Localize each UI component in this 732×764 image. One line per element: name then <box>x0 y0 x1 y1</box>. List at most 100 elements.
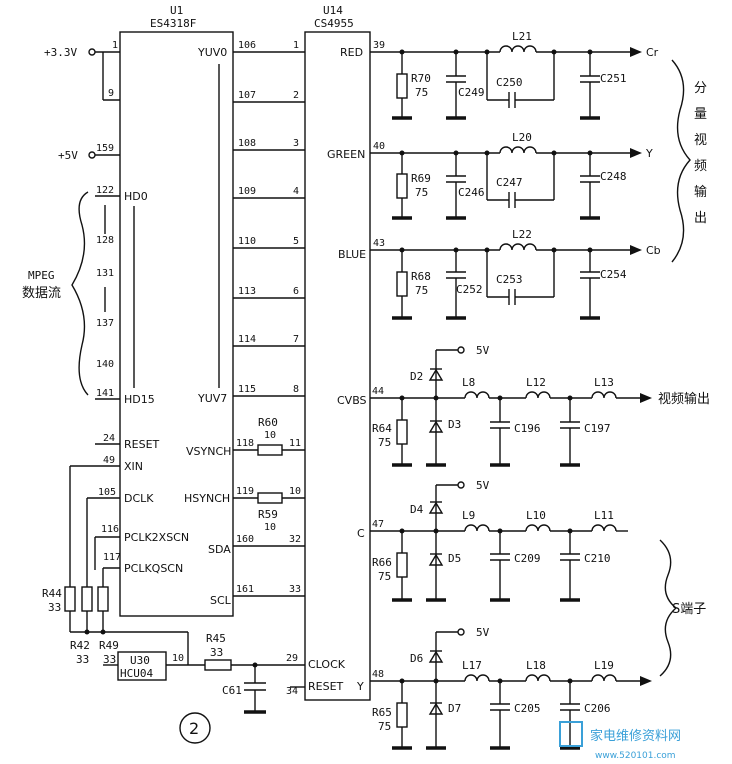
svg-text:CVBS: CVBS <box>337 394 367 407</box>
chroma-filter: 47 R66 75 5V D4 D5 L9 L10 L11 C209 <box>370 479 628 602</box>
svg-text:Y: Y <box>645 147 653 160</box>
svg-text:C209: C209 <box>514 552 541 565</box>
svg-text:131: 131 <box>96 268 114 279</box>
svg-text:C246: C246 <box>458 186 485 199</box>
svg-text:L21: L21 <box>512 30 532 43</box>
svg-text:108: 108 <box>238 138 256 149</box>
mpeg-label: MPEG <box>28 269 55 282</box>
component-brace <box>671 59 691 263</box>
svg-text:116: 116 <box>101 524 119 535</box>
svg-text:33: 33 <box>76 653 89 666</box>
svg-text:40: 40 <box>373 141 385 152</box>
svg-text:R42: R42 <box>70 639 90 652</box>
svg-text:C254: C254 <box>600 268 627 281</box>
watermark: 家电维修资料网 www.520101.com <box>559 721 681 761</box>
svg-text:C249: C249 <box>458 86 485 99</box>
svg-text:141: 141 <box>96 388 114 399</box>
svg-text:BLUE: BLUE <box>338 248 366 261</box>
svg-text:R49: R49 <box>99 639 119 652</box>
svg-text:视频输出: 视频输出 <box>658 391 710 407</box>
svg-text:C210: C210 <box>584 552 611 565</box>
svg-text:43: 43 <box>373 238 385 249</box>
svg-text:1: 1 <box>293 40 299 51</box>
svg-text:L8: L8 <box>462 376 475 389</box>
svg-text:D3: D3 <box>448 418 461 431</box>
svg-text:117: 117 <box>103 552 121 563</box>
u1-pin-159: 159 <box>96 143 114 154</box>
svg-text:L12: L12 <box>526 376 546 389</box>
svg-text:XIN: XIN <box>124 460 143 473</box>
svg-text:106: 106 <box>238 40 256 51</box>
u30-chip <box>117 651 167 681</box>
svg-text:R69: R69 <box>411 172 431 185</box>
svg-text:L17: L17 <box>462 659 482 672</box>
svg-text:R66: R66 <box>372 556 392 569</box>
cb-filter: 43 Cb L22 R68 75 C252 C253 C254 <box>370 228 661 320</box>
svg-text:110: 110 <box>238 236 256 247</box>
svg-text:118: 118 <box>236 438 254 449</box>
u1-part: ES4318F <box>150 17 196 30</box>
luma-filter: 48 R65 75 5V D6 D7 L17 L18 L19 C20 <box>370 626 652 750</box>
svg-text:6: 6 <box>293 286 299 297</box>
power-5v: +5V <box>58 149 78 162</box>
svg-text:3: 3 <box>293 138 299 149</box>
svg-text:33: 33 <box>103 653 116 666</box>
svg-text:Y: Y <box>356 680 364 693</box>
svg-text:U30: U30 <box>130 654 150 667</box>
svg-text:D7: D7 <box>448 702 461 715</box>
svg-text:SCL: SCL <box>210 594 232 607</box>
svg-text:10: 10 <box>264 430 276 441</box>
svg-text:R44: R44 <box>42 587 62 600</box>
svg-text:122: 122 <box>96 185 114 196</box>
svg-text:5V: 5V <box>476 626 490 639</box>
svg-text:视: 视 <box>694 133 707 148</box>
svg-text:32: 32 <box>289 534 301 545</box>
svg-text:R64: R64 <box>372 422 392 435</box>
svg-text:量: 量 <box>694 107 707 122</box>
svg-text:137: 137 <box>96 318 114 329</box>
svg-text:Cr: Cr <box>646 46 659 59</box>
svg-text:109: 109 <box>238 186 256 197</box>
svg-text:39: 39 <box>373 40 385 51</box>
u14-part: CS4955 <box>314 17 354 30</box>
svg-text:C61: C61 <box>222 684 242 697</box>
svg-text:D4: D4 <box>410 503 424 516</box>
u1-pin-9: 9 <box>108 88 114 99</box>
u14-body <box>304 31 371 701</box>
svg-text:44: 44 <box>372 386 384 397</box>
svg-text:R45: R45 <box>206 632 226 645</box>
svg-text:107: 107 <box>238 90 256 101</box>
svg-text:R65: R65 <box>372 706 392 719</box>
svg-text:R68: R68 <box>411 270 431 283</box>
mpeg-sublabel: 数据流 <box>22 286 61 301</box>
svg-text:C197: C197 <box>584 422 611 435</box>
svg-text:47: 47 <box>372 519 384 530</box>
svg-text:33: 33 <box>289 584 301 595</box>
u1-pin-1: 1 <box>112 40 118 51</box>
svg-text:HD0: HD0 <box>124 190 148 203</box>
svg-text:24: 24 <box>103 433 115 444</box>
svg-text:PCLKQSCN: PCLKQSCN <box>124 562 183 575</box>
s-terminal-brace <box>659 539 678 677</box>
svg-text:C251: C251 <box>600 72 627 85</box>
svg-text:HCU04: HCU04 <box>120 667 153 680</box>
svg-text:33: 33 <box>210 646 223 659</box>
svg-text:SDA: SDA <box>208 543 231 556</box>
svg-text:Cb: Cb <box>646 244 661 257</box>
svg-text:128: 128 <box>96 235 114 246</box>
svg-text:R60: R60 <box>258 416 278 429</box>
svg-text:D2: D2 <box>410 370 423 383</box>
svg-text:YUV0: YUV0 <box>197 46 227 59</box>
svg-text:140: 140 <box>96 359 114 370</box>
u14-chip: U14 CS4955 RED GREEN BLUE CVBS C CLOCK R… <box>304 4 371 701</box>
svg-text:113: 113 <box>238 286 256 297</box>
svg-text:L10: L10 <box>526 509 546 522</box>
svg-text:75: 75 <box>378 720 391 733</box>
svg-text:29: 29 <box>286 653 298 664</box>
svg-text:D6: D6 <box>410 652 423 665</box>
svg-text:160: 160 <box>236 534 254 545</box>
svg-text:CLOCK: CLOCK <box>308 658 346 671</box>
svg-text:频: 频 <box>694 159 707 174</box>
svg-text:L18: L18 <box>526 659 546 672</box>
y-filter: 40 Y L20 R69 75 C246 C247 C248 <box>370 131 653 220</box>
